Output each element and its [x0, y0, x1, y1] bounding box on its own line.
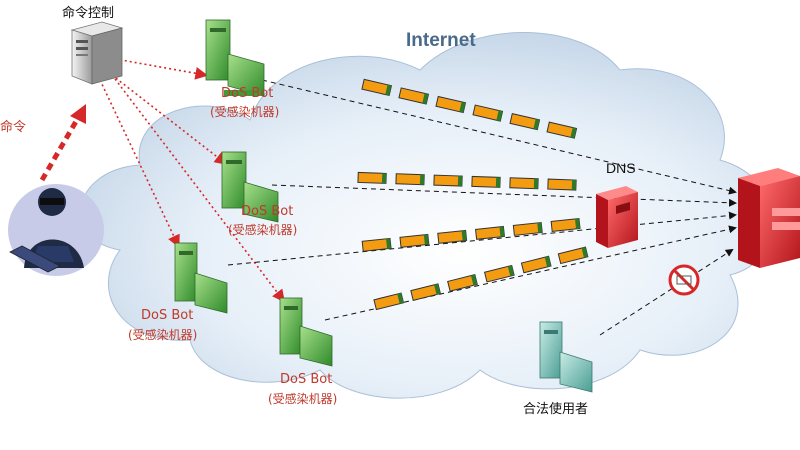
attack-packet-icon [357, 171, 387, 184]
attack-packet-icon [447, 274, 478, 292]
bot-1-title: DoS Bot [221, 86, 274, 101]
attack-lines [227, 79, 737, 336]
dns-label: DNS [606, 160, 636, 176]
attack-packet-icon [399, 233, 430, 248]
attack-packet-icon [509, 113, 541, 131]
attacker-command-arrow [39, 104, 86, 182]
target-server-icon [738, 168, 800, 268]
attack-packet-icon [398, 87, 430, 105]
attack-packet-icon [474, 225, 505, 240]
command-lines [99, 57, 285, 303]
bot-3-subtitle: (受感染机器) [128, 328, 198, 342]
attack-packet-icon [373, 292, 405, 311]
attack-packet-icon [483, 264, 515, 283]
attack-packet-icon [557, 246, 589, 265]
bot-2-title: DoS Bot [241, 204, 294, 219]
command-line-bot-1 [109, 57, 209, 80]
server-tower-icon [70, 21, 124, 85]
attack-packet-icon [520, 255, 552, 274]
attack-packet-icon [471, 175, 501, 188]
command-side-label: 命令 [0, 120, 27, 135]
attack-packet-icon [512, 221, 543, 236]
packets-row-3 [361, 217, 581, 252]
attack-line-3 [227, 211, 737, 266]
internet-cloud [80, 32, 775, 399]
infected-computer-icon [279, 297, 333, 367]
packets-row-2 [357, 171, 577, 191]
attack-packet-icon [395, 173, 425, 186]
attack-packet-icon [509, 177, 539, 190]
bot-1-subtitle: (受感染机器) [210, 105, 280, 119]
blocked-sign-icon [668, 264, 700, 296]
attack-line-4 [324, 225, 737, 321]
bot-3-title: DoS Bot [141, 308, 194, 323]
attack-packet-icon [361, 237, 392, 252]
attack-packet-icon [361, 78, 393, 97]
attack-packet-icon [437, 229, 468, 244]
attack-packet-icon [435, 95, 467, 114]
attack-packet-icon [546, 121, 578, 139]
command-control-label: 命令控制 [62, 6, 115, 21]
attack-packet-icon [547, 178, 577, 191]
bot-4-title: DoS Bot [280, 372, 333, 387]
attack-packet-icon [472, 104, 504, 122]
attack-line-1 [261, 79, 737, 195]
hacker-at-laptop-icon [8, 184, 104, 276]
infected-computer-icon [174, 242, 228, 314]
attack-packet-icon [433, 174, 463, 187]
legit-request-line [599, 248, 734, 336]
bot-4-subtitle: (受感染机器) [268, 392, 338, 406]
bot-2-subtitle: (受感染机器) [228, 223, 298, 237]
packets-row-1 [361, 78, 578, 139]
attack-packet-icon [550, 217, 581, 232]
command-line-bot-3 [99, 79, 180, 248]
attack-packet-icon [410, 283, 442, 301]
dns-server-icon [596, 186, 638, 248]
legitimate-user-computer-icon [539, 321, 593, 393]
infected-computer-icon [205, 19, 265, 97]
command-line-bot-4 [111, 74, 285, 303]
packets-row-4 [373, 246, 589, 311]
infected-computer-icon [221, 151, 279, 223]
legit-user-label: 合法使用者 [523, 402, 589, 417]
internet-label: Internet [406, 30, 476, 51]
